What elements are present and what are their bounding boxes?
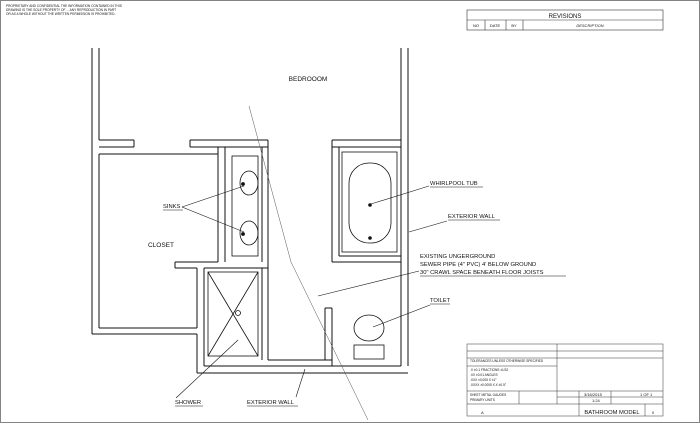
sewer-pipe bbox=[248, 105, 369, 421]
walls bbox=[91, 48, 409, 374]
callout-whirlpool-tub: WHIRLPOOL TUB bbox=[430, 181, 478, 187]
revisions-col-by: BY bbox=[511, 23, 517, 28]
revisions-title: REVISIONS bbox=[549, 14, 582, 20]
callout-sinks: SINKS bbox=[163, 204, 181, 210]
revisions-col-description: DESCRIPTION bbox=[576, 23, 603, 28]
title-block-rev: 0 bbox=[652, 410, 655, 415]
sink-drain bbox=[241, 182, 245, 186]
proprietary-note-line: DRAWING IS THE SOLE PROPERTY OF ... ANY … bbox=[6, 8, 116, 12]
sink-basin bbox=[239, 220, 259, 246]
callout-sewer-line-1: EXISTING UNGERGROUND bbox=[420, 254, 495, 260]
material-line: PRIMARY UNITS bbox=[470, 398, 495, 402]
whirlpool-tub bbox=[341, 151, 398, 253]
toilet bbox=[353, 314, 385, 360]
revisions-table bbox=[466, 9, 664, 31]
callout-exterior-wall-right: EXTERIOR WALL bbox=[448, 214, 496, 220]
revisions-col-date: DATE bbox=[490, 23, 501, 28]
sink-basin bbox=[239, 170, 259, 196]
revisions-col-no: NO bbox=[473, 23, 479, 28]
room-label-closet: CLOSET bbox=[148, 242, 174, 249]
callout-sewer-line-3: 30" CRAWL SPACE BENEATH FLOOR JOISTS bbox=[420, 270, 544, 276]
proprietary-note-line: PROPRIETARY AND CONFIDENTIAL THE INFORMA… bbox=[6, 4, 122, 8]
callout-leaders bbox=[175, 185, 448, 399]
proprietary-note-line: OR AS A WHOLE WITHOUT THE WRITTEN PERMIS… bbox=[6, 12, 115, 16]
title-block-sheet: 1 OF 1 bbox=[640, 392, 653, 397]
callout-shower: SHOWER bbox=[175, 400, 201, 406]
tolerance-line: .XXXX ±0.0005 X.X ±0.5° bbox=[470, 383, 507, 387]
tolerance-line: .XX ±0.01 ANGLES bbox=[470, 373, 498, 377]
title-block-size: A bbox=[481, 410, 484, 415]
proprietary-note: PROPRIETARY AND CONFIDENTIAL THE INFORMA… bbox=[6, 4, 122, 16]
title-block-tolerances: TOLERANCES UNLESS OTHERWISE SPECIFIED .X… bbox=[470, 359, 544, 402]
title-block-drawing-title: BATHROOM MODEL bbox=[584, 410, 640, 416]
sinks bbox=[231, 155, 259, 257]
sink-drain bbox=[241, 232, 245, 236]
vanity-counter bbox=[231, 155, 259, 257]
callout-exterior-wall-bottom: EXTERIOR WALL bbox=[247, 400, 295, 406]
callout-sewer-line-2: SEWER PIPE (4" PVC) 4' BELOW GROUND bbox=[420, 262, 536, 268]
callout-toilet: TOILET bbox=[430, 298, 451, 304]
tolerance-line: .XXX ±0.005 X ±1° bbox=[470, 378, 497, 382]
room-label-bedroom: BEDROOOM bbox=[289, 76, 328, 83]
title-block bbox=[466, 343, 664, 417]
tolerance-line: .X ±0.1 FRACTIONS ±1/32 bbox=[470, 368, 508, 372]
title-block-scale: 1:24 bbox=[592, 398, 601, 403]
tolerance-line: TOLERANCES UNLESS OTHERWISE SPECIFIED bbox=[470, 359, 544, 363]
material-line: SHEET METAL GAUGES bbox=[470, 393, 506, 397]
title-block-date: 3/16/2015 bbox=[584, 392, 603, 397]
shower bbox=[207, 271, 259, 357]
